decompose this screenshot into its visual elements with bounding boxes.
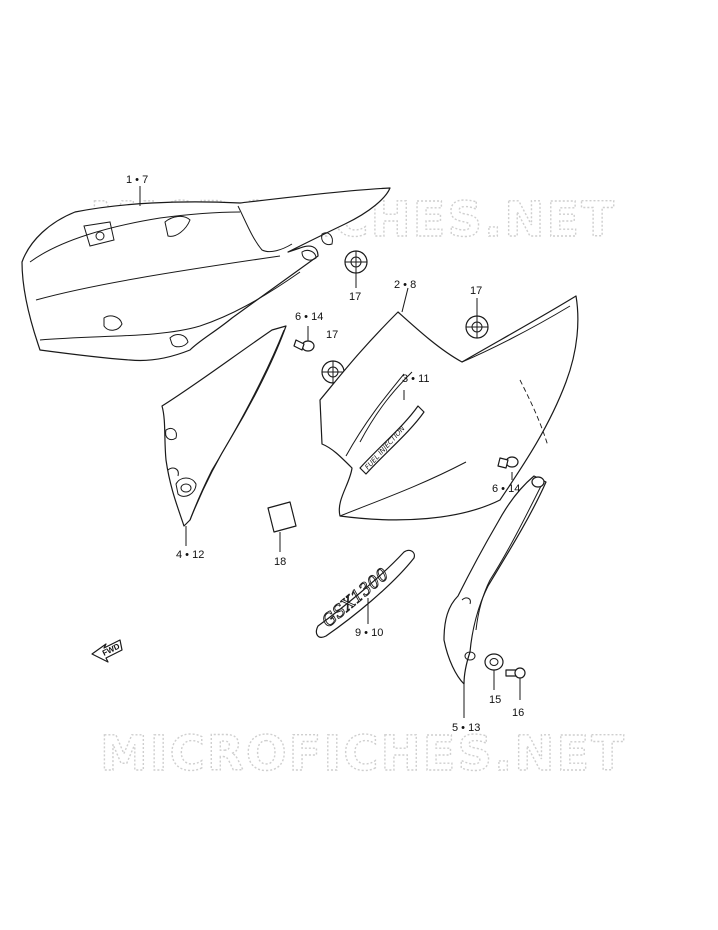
part-grommet-right — [465, 315, 489, 339]
callout-2-8: 2 • 8 — [394, 279, 416, 291]
callout-18: 18 — [274, 556, 286, 568]
part-bolt — [505, 667, 526, 679]
part-bushing — [484, 653, 504, 671]
callout-1-7: 1 • 7 — [126, 174, 148, 186]
part-frame-cover-left — [161, 325, 287, 527]
part-gsx-emblem: GSX1300 — [315, 549, 415, 638]
callout-5-13: 5 • 13 — [452, 722, 480, 734]
callout-15: 15 — [489, 694, 501, 706]
part-label-plate — [267, 501, 297, 533]
watermark-bottom: MICROFICHES.NET — [100, 726, 626, 782]
callout-3-11: 3 • 11 — [402, 373, 430, 385]
part-screw-right — [497, 456, 519, 469]
part-grommet-upper — [344, 250, 368, 274]
part-screw-left — [293, 339, 315, 352]
callout-17-right: 17 — [470, 285, 482, 297]
callout-6-14-left: 6 • 14 — [295, 311, 323, 323]
callout-16: 16 — [512, 707, 524, 719]
callout-17-middle: 17 — [326, 329, 338, 341]
gsx-emblem-text: GSX1300 — [318, 565, 393, 632]
callout-4-12: 4 • 12 — [176, 549, 204, 561]
callout-17-upper: 17 — [349, 291, 361, 303]
callout-9-10: 9 • 10 — [355, 627, 383, 639]
part-seat-tail-cover — [21, 187, 391, 362]
callout-6-14-right: 6 • 14 — [492, 483, 520, 495]
leader-lines — [139, 186, 521, 718]
part-frame-cover-right — [443, 475, 547, 685]
forward-direction-marker: FWD — [91, 639, 123, 663]
